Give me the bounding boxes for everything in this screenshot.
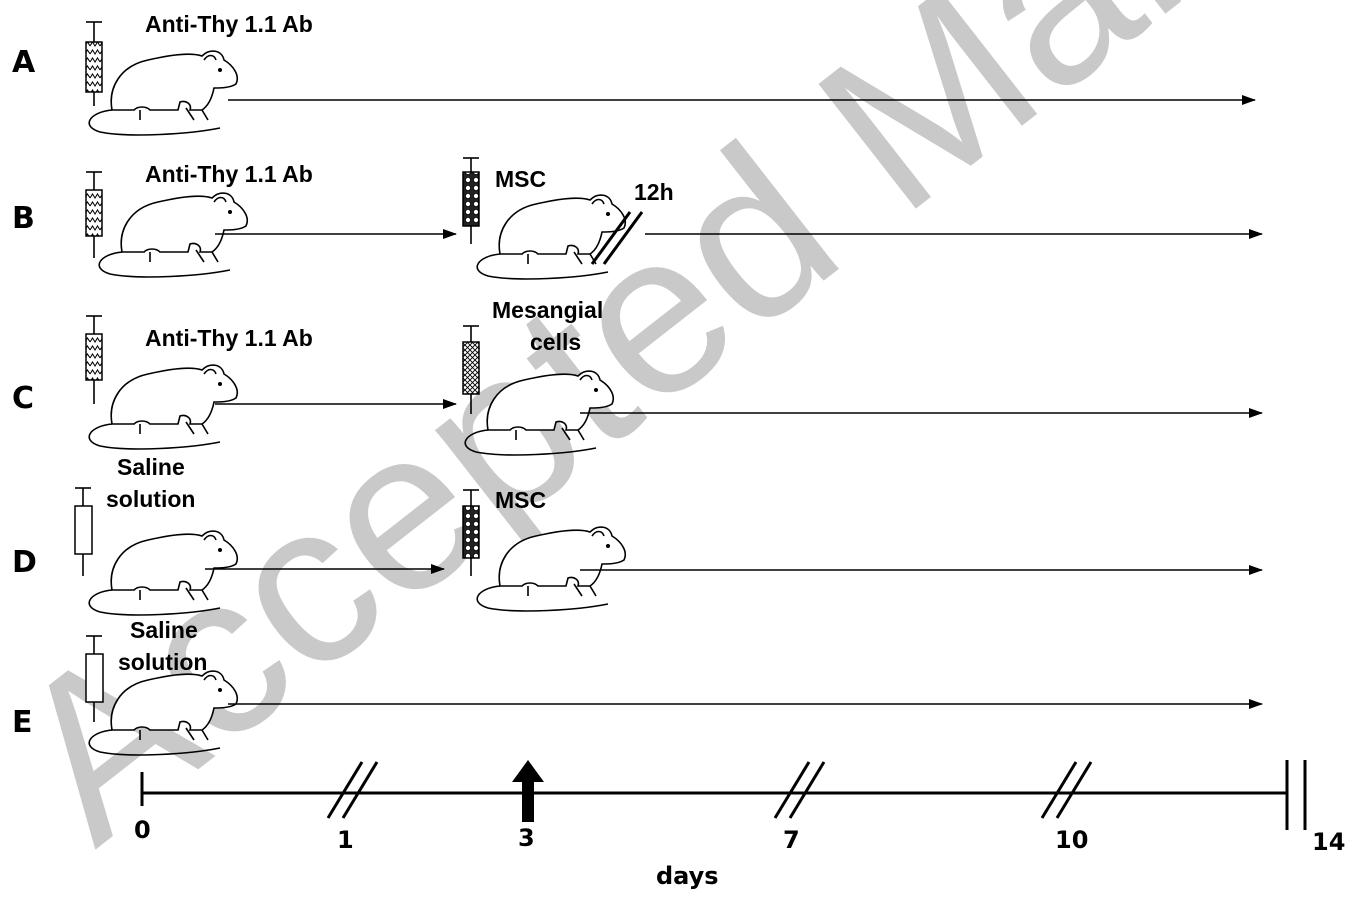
axis-title: days (656, 862, 719, 890)
syringe-anti-thy-icon (85, 21, 103, 106)
syringe-anti-thy-icon (85, 315, 103, 404)
injection-label: Saline (130, 617, 198, 643)
injection-label: MSC (495, 487, 546, 513)
row-letter-b: B (12, 201, 35, 236)
axis-break (1055, 761, 1093, 819)
break-mark (590, 211, 632, 265)
row-c: Anti-Thy 1.1 Ab Mesangial cells (85, 297, 1263, 456)
row-a: Anti-Thy 1.1 Ab (85, 11, 1256, 136)
row-e: Saline solution (85, 617, 1263, 756)
axis-break (326, 761, 364, 819)
row-d: Saline solution MSC (74, 454, 1263, 616)
row-letter-c: C (12, 381, 34, 416)
injection-label-line2: solution (118, 649, 207, 675)
axis-break (788, 761, 826, 819)
injection-label: Saline (117, 454, 185, 480)
row-letter-e: E (12, 705, 33, 740)
break-mark (602, 211, 644, 265)
tick-label: 1 (337, 826, 354, 854)
row-letter-a: A (12, 45, 36, 80)
rat-icon (98, 192, 249, 278)
injection-label-line2: solution (106, 486, 195, 512)
tick-label: 14 (1312, 828, 1345, 856)
injection-label: Anti-Thy 1.1 Ab (145, 161, 313, 187)
row-b: Anti-Thy 1.1 Ab MSC 12h (85, 157, 1263, 280)
tick-label: 10 (1055, 826, 1088, 854)
syringe-msc-icon (462, 157, 480, 244)
syringe-saline-icon (85, 635, 104, 722)
injection-label: Anti-Thy 1.1 Ab (145, 325, 313, 351)
row-letter-d: D (12, 545, 37, 580)
tick-label: 3 (518, 824, 535, 852)
syringe-msc-icon (462, 489, 480, 576)
injection-label-line2: cells (530, 329, 581, 355)
day-3-arrow-icon (512, 760, 544, 822)
axis-break (341, 761, 379, 819)
rat-icon (88, 364, 239, 450)
syringe-anti-thy-icon (85, 171, 103, 258)
injection-label: Anti-Thy 1.1 Ab (145, 11, 313, 37)
injection-label: Mesangial (492, 297, 603, 323)
syringe-mesangial-icon (462, 325, 480, 414)
syringe-saline-icon (74, 487, 93, 576)
axis-break (773, 761, 811, 819)
tick-label: 7 (783, 826, 800, 854)
interval-label: 12h (634, 179, 674, 205)
time-axis: 0 1 3 7 10 14 days (134, 760, 1345, 890)
tick-label: 0 (134, 816, 151, 844)
axis-break (1040, 761, 1078, 819)
injection-label: MSC (495, 166, 546, 192)
rat-icon (88, 50, 239, 136)
